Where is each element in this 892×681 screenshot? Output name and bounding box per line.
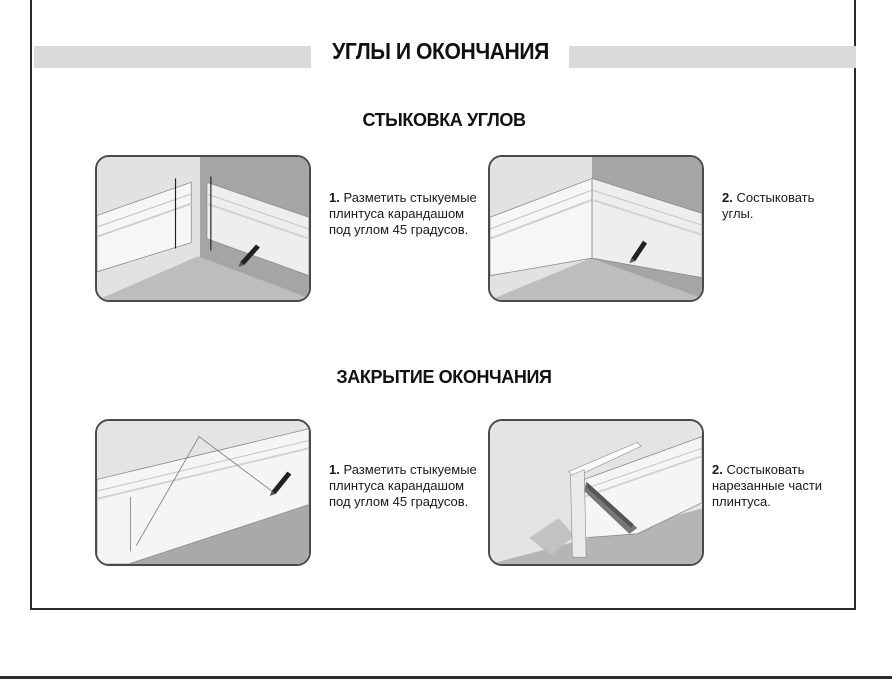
- illustration-end-marking: [95, 419, 311, 566]
- illustration-corner-marking: [95, 155, 311, 302]
- step-number: 2.: [722, 190, 733, 205]
- step-text: Разметить стыкуемые плинтуса карандашом …: [329, 462, 477, 509]
- section-title-end-closing: ЗАКРЫТИЕ ОКОНЧАНИЯ: [336, 367, 552, 387]
- step-text: Состыковать нарезанные части плинтуса.: [712, 462, 823, 509]
- caption-end-step-1: 1. Разметить стыкуемые плинтуса карандаш…: [329, 462, 479, 510]
- step-number: 1.: [329, 462, 340, 477]
- section-title-corner-joining: СТЫКОВКА УГЛОВ: [362, 110, 526, 130]
- caption-end-step-2: 2. Состыковать нарезанные части плинтуса…: [712, 462, 837, 510]
- caption-corner-step-2: 2. Состыковать углы.: [722, 190, 837, 222]
- step-text: Состыковать углы.: [722, 190, 815, 221]
- title-band-left: [34, 46, 311, 68]
- bottom-divider: [0, 676, 892, 679]
- title-band-right: [569, 46, 856, 68]
- caption-corner-step-1: 1. Разметить стыкуемые плинтуса карандаш…: [329, 190, 479, 238]
- illustration-end-closed: [488, 419, 704, 566]
- step-number: 2.: [712, 462, 723, 477]
- step-text: Разметить стыкуемые плинтуса карандашом …: [329, 190, 477, 237]
- page-title: УГЛЫ И ОКОНЧАНИЯ: [332, 38, 549, 64]
- illustration-corner-joined: [488, 155, 704, 302]
- page-frame: [30, 0, 856, 610]
- step-number: 1.: [329, 190, 340, 205]
